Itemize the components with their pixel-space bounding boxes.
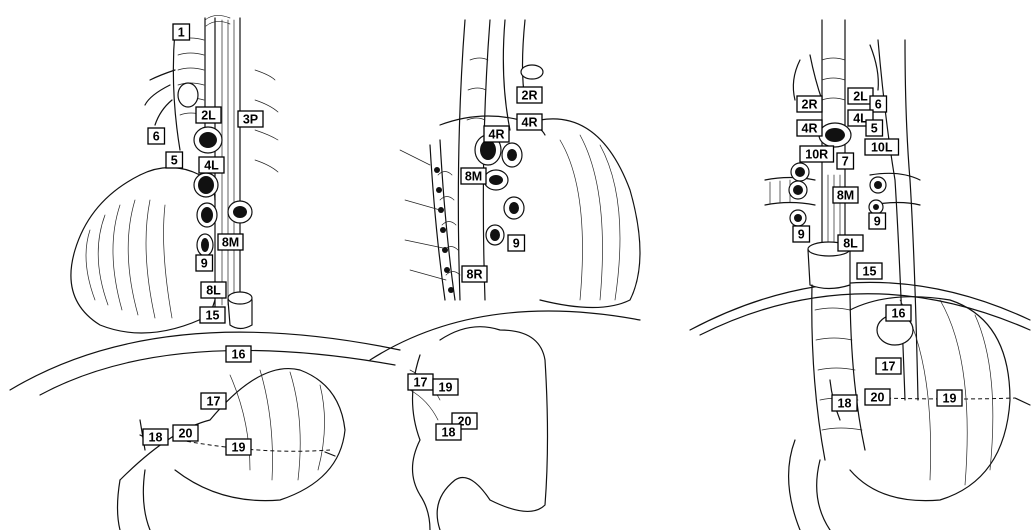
label-text: 4L: [204, 159, 219, 173]
label-text: 9: [513, 237, 520, 251]
station-label-4R: 4R: [517, 114, 542, 130]
label-text: 8R: [467, 268, 483, 282]
station-label-10R: 10R: [800, 146, 834, 162]
station-label-17: 17: [201, 393, 226, 409]
station-label-4R: 4R: [484, 126, 509, 142]
label-text: 9: [201, 257, 208, 271]
station-label-17: 17: [876, 358, 901, 374]
label-text: 17: [882, 360, 896, 374]
label-text: 5: [171, 154, 178, 168]
station-label-4L: 4L: [199, 157, 224, 173]
label-text: 9: [798, 228, 805, 242]
station-label-16: 16: [226, 346, 251, 362]
station-label-8L: 8L: [838, 235, 863, 251]
station-label-5: 5: [866, 120, 883, 136]
station-label-3P: 3P: [238, 111, 263, 127]
label-text: 16: [892, 307, 906, 321]
station-label-6: 6: [148, 128, 165, 144]
station-label-4R: 4R: [797, 120, 822, 136]
label-text: 8M: [465, 170, 482, 184]
label-text: 2R: [522, 89, 538, 103]
label-text: 4R: [802, 122, 818, 136]
label-text: 8M: [222, 236, 239, 250]
station-label-8L: 8L: [201, 282, 226, 298]
station-label-19: 19: [226, 439, 251, 455]
label-text: 10L: [871, 141, 893, 155]
station-label-8R: 8R: [462, 266, 487, 282]
station-label-8M: 8M: [833, 187, 858, 203]
station-label-5: 5: [166, 152, 183, 168]
label-text: 18: [442, 426, 456, 440]
label-text: 2R: [802, 98, 818, 112]
label-text: 3P: [243, 113, 258, 127]
station-label-15: 15: [200, 307, 225, 323]
station-label-2L: 2L: [196, 107, 221, 123]
label-text: 1: [178, 26, 185, 40]
station-label-9: 9: [196, 255, 213, 271]
label-text: 8M: [837, 189, 854, 203]
station-label-7: 7: [837, 153, 854, 169]
station-label-20: 20: [173, 425, 198, 441]
station-label-19: 19: [433, 379, 458, 395]
label-text: 9: [874, 215, 881, 229]
label-text: 17: [207, 395, 221, 409]
label-text: 4R: [489, 128, 505, 142]
label-text: 8L: [206, 284, 221, 298]
label-text: 5: [871, 122, 878, 136]
label-text: 7: [842, 155, 849, 169]
station-label-20: 20: [865, 389, 890, 405]
station-label-2R: 2R: [517, 87, 542, 103]
station-label-10L: 10L: [865, 139, 899, 155]
label-text: 15: [206, 309, 220, 323]
label-text: 17: [414, 376, 428, 390]
label-text: 15: [863, 265, 877, 279]
station-label-9: 9: [508, 235, 525, 251]
station-label-16: 16: [886, 305, 911, 321]
label-text: 19: [232, 441, 246, 455]
panel-1-anatomy: [10, 15, 400, 530]
panel-2-anatomy: [370, 20, 640, 530]
label-text: 8L: [843, 237, 858, 251]
label-text: 4R: [522, 116, 538, 130]
label-text: 18: [838, 397, 852, 411]
station-label-18: 18: [832, 395, 857, 411]
label-text: 20: [871, 391, 885, 405]
station-label-2L: 2L: [848, 88, 873, 104]
station-label-9: 9: [869, 213, 886, 229]
station-label-9: 9: [793, 226, 810, 242]
station-label-1: 1: [173, 24, 190, 40]
station-label-18: 18: [143, 429, 168, 445]
label-text: 19: [439, 381, 453, 395]
station-label-17: 17: [408, 374, 433, 390]
station-label-8M: 8M: [461, 168, 486, 184]
label-text: 20: [179, 427, 193, 441]
station-label-15: 15: [857, 263, 882, 279]
label-text: 19: [943, 392, 957, 406]
station-label-18: 18: [436, 424, 461, 440]
station-label-8M: 8M: [218, 234, 243, 250]
label-text: 16: [232, 348, 246, 362]
label-text: 10R: [805, 148, 828, 162]
label-text: 18: [149, 431, 163, 445]
label-text: 6: [153, 130, 160, 144]
station-label-2R: 2R: [797, 96, 822, 112]
label-text: 2L: [201, 109, 216, 123]
label-text: 6: [875, 98, 882, 112]
station-label-19: 19: [937, 390, 962, 406]
label-text: 2L: [853, 90, 868, 104]
